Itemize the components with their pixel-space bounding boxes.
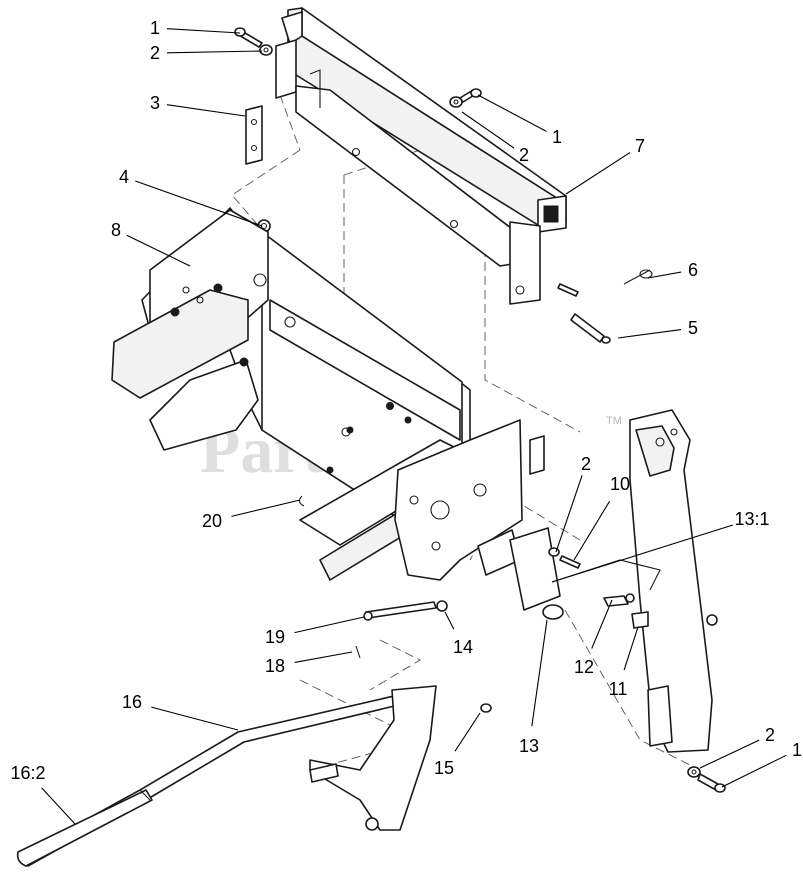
- callout-c3[interactable]: 3: [150, 93, 160, 113]
- washer-part-2-top-left[interactable]: [259, 44, 273, 56]
- leader-c6: [647, 271, 682, 279]
- leader-c10: [573, 500, 611, 561]
- callout-c4[interactable]: 4: [119, 167, 129, 187]
- bolt-part-1-bottom[interactable]: [697, 773, 726, 793]
- callout-c10[interactable]: 10: [610, 474, 630, 494]
- pin-part-5[interactable]: [570, 313, 611, 344]
- lift-arm-right[interactable]: [629, 409, 718, 753]
- leader-c8: [126, 234, 191, 267]
- hitch-bar-part-7[interactable]: [275, 7, 567, 305]
- callout-c2b[interactable]: 2: [519, 145, 529, 165]
- leader-c14: [444, 611, 455, 630]
- bolt-part-1-mid-right[interactable]: [557, 283, 579, 297]
- callout-c19[interactable]: 19: [265, 627, 285, 647]
- leader-c20: [231, 499, 301, 517]
- callout-c162[interactable]: 16:2: [10, 763, 45, 783]
- callout-c13a[interactable]: 13:1: [734, 509, 769, 529]
- leader-c13a: [551, 524, 734, 583]
- leader-c2b: [461, 111, 515, 149]
- callout-c12[interactable]: 12: [574, 657, 594, 677]
- leader-c5: [617, 329, 682, 339]
- washer-part-15[interactable]: [480, 703, 492, 713]
- callout-c8[interactable]: 8: [111, 220, 121, 240]
- leader-lines: [41, 28, 787, 825]
- nut-part-14[interactable]: [436, 600, 448, 612]
- watermark-trademark: TM: [606, 415, 622, 427]
- lynch-pin-part-6[interactable]: [623, 269, 653, 285]
- leader-c2d: [699, 739, 760, 769]
- washer-part-2-bottom[interactable]: [687, 766, 701, 778]
- plate-part-3[interactable]: [245, 105, 263, 165]
- leader-c4: [135, 180, 263, 227]
- rod-part-19[interactable]: [363, 601, 437, 621]
- leader-c16: [151, 706, 239, 731]
- leader-c2a: [166, 50, 263, 54]
- callout-c14[interactable]: 14: [453, 637, 473, 657]
- leader-c13b: [531, 619, 548, 727]
- clevis-pin-part-11[interactable]: [631, 611, 649, 629]
- washer-part-2-top-right[interactable]: [449, 96, 463, 108]
- callout-c16[interactable]: 16: [122, 692, 142, 712]
- leader-c19: [294, 616, 365, 634]
- leader-c1b: [477, 94, 547, 132]
- leader-c12: [591, 599, 613, 649]
- pin-part-18[interactable]: [355, 645, 361, 659]
- leader-c15: [454, 712, 481, 752]
- callout-c20[interactable]: 20: [202, 511, 222, 531]
- callout-c1c[interactable]: 1: [792, 740, 802, 760]
- callout-c5[interactable]: 5: [688, 318, 698, 338]
- callout-c2d[interactable]: 2: [765, 725, 775, 745]
- leader-c1c: [721, 754, 787, 788]
- callout-c6[interactable]: 6: [688, 260, 698, 280]
- callout-c1b[interactable]: 1: [552, 127, 562, 147]
- clevis-part-12[interactable]: [603, 593, 635, 607]
- clip-part-20[interactable]: [298, 495, 305, 507]
- leader-c162: [41, 787, 76, 825]
- handle-bracket[interactable]: [309, 685, 437, 831]
- leader-c3: [166, 104, 246, 117]
- callout-c7[interactable]: 7: [635, 136, 645, 156]
- callout-c18[interactable]: 18: [265, 656, 285, 676]
- callout-c13b[interactable]: 13: [519, 736, 539, 756]
- callout-c2c[interactable]: 2: [581, 454, 591, 474]
- deck-arm-assembly[interactable]: [299, 419, 564, 620]
- bolt-part-1-top-left[interactable]: [234, 27, 263, 48]
- bolt-part-10[interactable]: [559, 555, 581, 569]
- callout-c1a[interactable]: 1: [150, 18, 160, 38]
- callout-c15[interactable]: 15: [434, 758, 454, 778]
- leader-c18: [294, 651, 353, 663]
- leader-c11: [623, 626, 639, 671]
- callout-c11[interactable]: 11: [609, 679, 628, 699]
- leader-c1a: [166, 28, 241, 34]
- leader-c7: [565, 152, 631, 195]
- callout-c2a[interactable]: 2: [150, 43, 160, 63]
- leader-c2c: [555, 475, 583, 553]
